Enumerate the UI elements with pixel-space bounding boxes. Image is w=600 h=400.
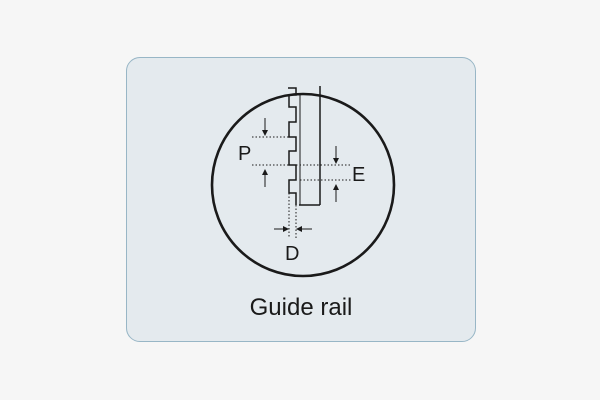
pitch-arrowhead-top: [262, 130, 268, 136]
engagement-label: E: [352, 164, 365, 186]
depth-arrowhead-left: [283, 226, 289, 232]
diagram-card: [126, 57, 476, 342]
engagement-arrowhead-bottom: [333, 184, 339, 190]
engagement-arrowhead-top: [333, 158, 339, 164]
pitch-arrowhead-bottom: [262, 169, 268, 175]
pitch-label: P: [238, 143, 251, 165]
tooth-profile: [288, 87, 297, 205]
depth-label: D: [285, 243, 299, 265]
diagram-caption: Guide rail: [249, 294, 353, 321]
magnifier-circle: [210, 92, 396, 278]
depth-arrowhead-right: [296, 226, 302, 232]
